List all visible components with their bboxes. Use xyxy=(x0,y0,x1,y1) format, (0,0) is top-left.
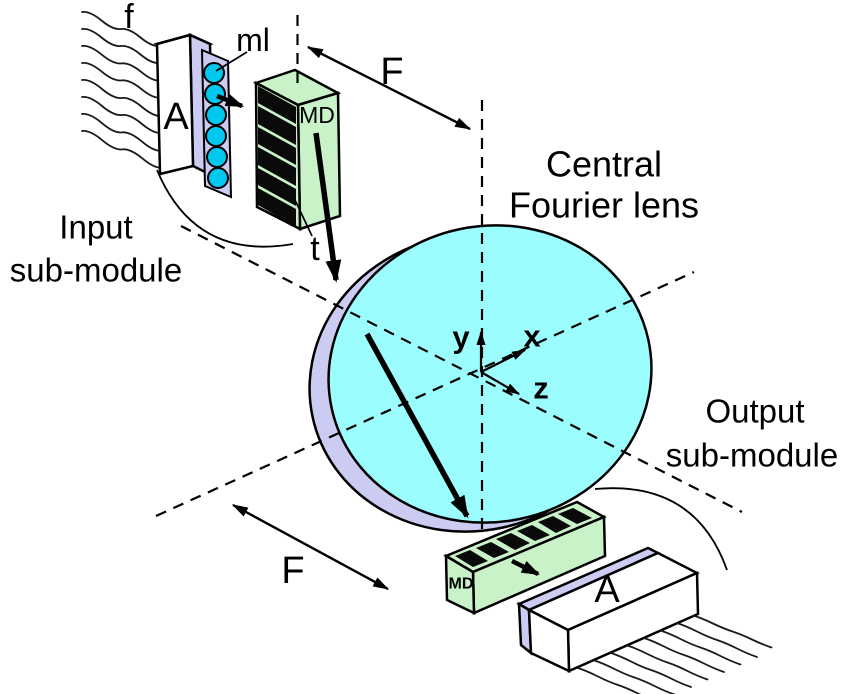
coordinate-axes: y x z xyxy=(452,319,548,406)
microlens-pointer-line xyxy=(215,51,248,72)
output-module-caption: Output sub-module xyxy=(666,393,838,474)
input-module-caption: Input sub-module xyxy=(10,209,182,289)
output-md-slots xyxy=(455,508,592,567)
focused-beam-arrow xyxy=(364,332,470,519)
input-swing-arc xyxy=(156,169,294,248)
dashed-axes xyxy=(155,15,743,530)
input-beam-arrow xyxy=(313,132,342,283)
microlens-label: ml xyxy=(236,22,270,58)
output-module-line2: sub-module xyxy=(666,437,838,474)
microlens-array xyxy=(200,48,233,199)
focal-length-label-top: F xyxy=(380,51,403,93)
z-axis-label: z xyxy=(533,371,549,406)
z-axis-arrow xyxy=(480,371,520,395)
microlens-to-md-arrow xyxy=(216,93,245,109)
input-array-block xyxy=(153,33,215,179)
beam-arrows xyxy=(216,93,541,577)
thickness-label: t xyxy=(310,230,320,268)
fourier-lens xyxy=(308,224,653,533)
input-module-line1: Input xyxy=(59,209,132,246)
lens-face xyxy=(327,224,653,524)
input-module-line2: sub-module xyxy=(10,252,182,289)
output-md-label: MD xyxy=(449,576,474,593)
optical-z-dashed-line xyxy=(180,225,743,513)
lens-title: Central Fourier lens xyxy=(509,144,699,226)
focal-length-arrow-top xyxy=(306,45,472,131)
output-md-block xyxy=(443,500,607,616)
focal-length-arrow-bottom xyxy=(231,503,390,591)
x-axis-arrow xyxy=(480,349,526,373)
output-array-block xyxy=(516,546,700,673)
input-array-label: A xyxy=(163,96,189,138)
md-to-array-arrow xyxy=(510,558,541,577)
input-md-label: MD xyxy=(299,102,335,128)
input-md-slots xyxy=(258,86,296,227)
output-swing-arc xyxy=(594,487,728,571)
microlens-circles xyxy=(203,62,229,189)
focal-length-arrows: F F xyxy=(231,45,472,592)
output-fiber-bundle xyxy=(577,614,773,694)
x-axis-label: x xyxy=(523,319,541,354)
output-module-line1: Output xyxy=(705,393,804,430)
lens-title-line1: Central xyxy=(546,144,662,185)
x-axis-dashed-line xyxy=(155,270,695,518)
lens-title-line2: Fourier lens xyxy=(509,185,699,226)
thickness-pointer-line xyxy=(294,199,313,237)
focal-length-label-bottom: F xyxy=(281,550,304,592)
output-array-label: A xyxy=(594,569,620,611)
fiber-label: f xyxy=(124,0,134,36)
y-axis-label: y xyxy=(452,320,470,355)
input-fiber-bundle xyxy=(81,11,164,169)
